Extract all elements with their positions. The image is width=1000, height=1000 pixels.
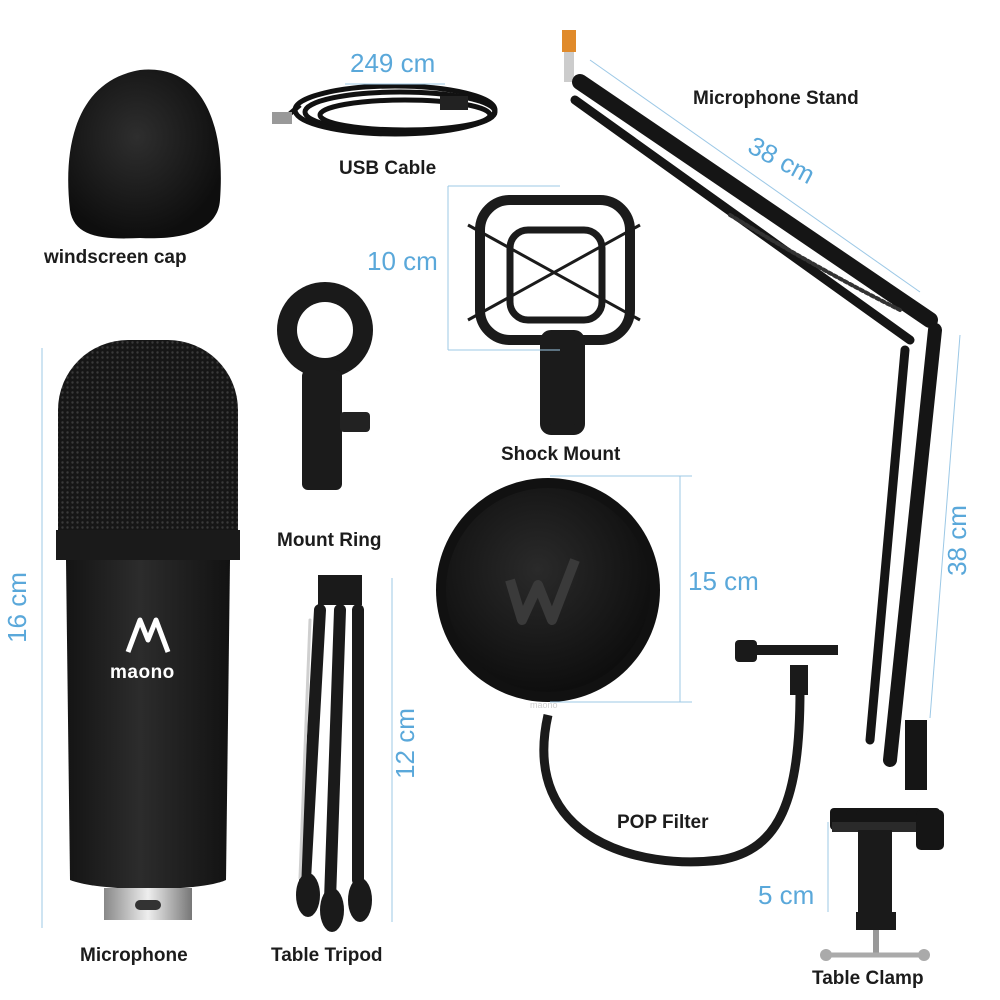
mount-ring-image [277,282,373,490]
label-shock-mount: Shock Mount [501,444,621,465]
pop-filter-logo: maono [530,700,558,710]
stand-dim-lines [589,59,961,719]
dim-table-clamp: 5 cm [758,880,815,910]
label-mount-ring: Mount Ring [277,530,382,551]
usb-cable-image [272,83,498,137]
table-clamp-image [820,808,944,961]
dim-microphone: 16 cm [1,572,32,643]
dim-pop-filter: 15 cm [688,566,759,596]
dim-stand-lower: 38 cm [941,505,972,576]
dim-usb-cable: 249 cm [350,48,436,78]
label-table-clamp: Table Clamp [812,968,924,989]
label-usb-cable: USB Cable [339,158,437,179]
maono-logo: maono [110,662,175,683]
shock-mount-image [467,195,641,435]
dim-tripod: 12 cm [389,708,420,779]
microphone-stand-image [562,30,942,790]
label-windscreen-cap: windscreen cap [44,247,187,268]
pop-filter-image [436,478,838,867]
windscreen-cap-image [68,69,221,239]
table-tripod-image [296,575,372,932]
label-microphone: Microphone [80,945,188,966]
microphone-image [56,340,240,920]
shock-dim-lines [447,185,560,351]
label-microphone-stand: Microphone Stand [693,88,859,109]
pop-dim-lines [550,475,692,703]
label-table-tripod: Table Tripod [271,945,383,966]
label-pop-filter: POP Filter [617,812,709,833]
dim-shock-mount: 10 cm [367,246,438,276]
